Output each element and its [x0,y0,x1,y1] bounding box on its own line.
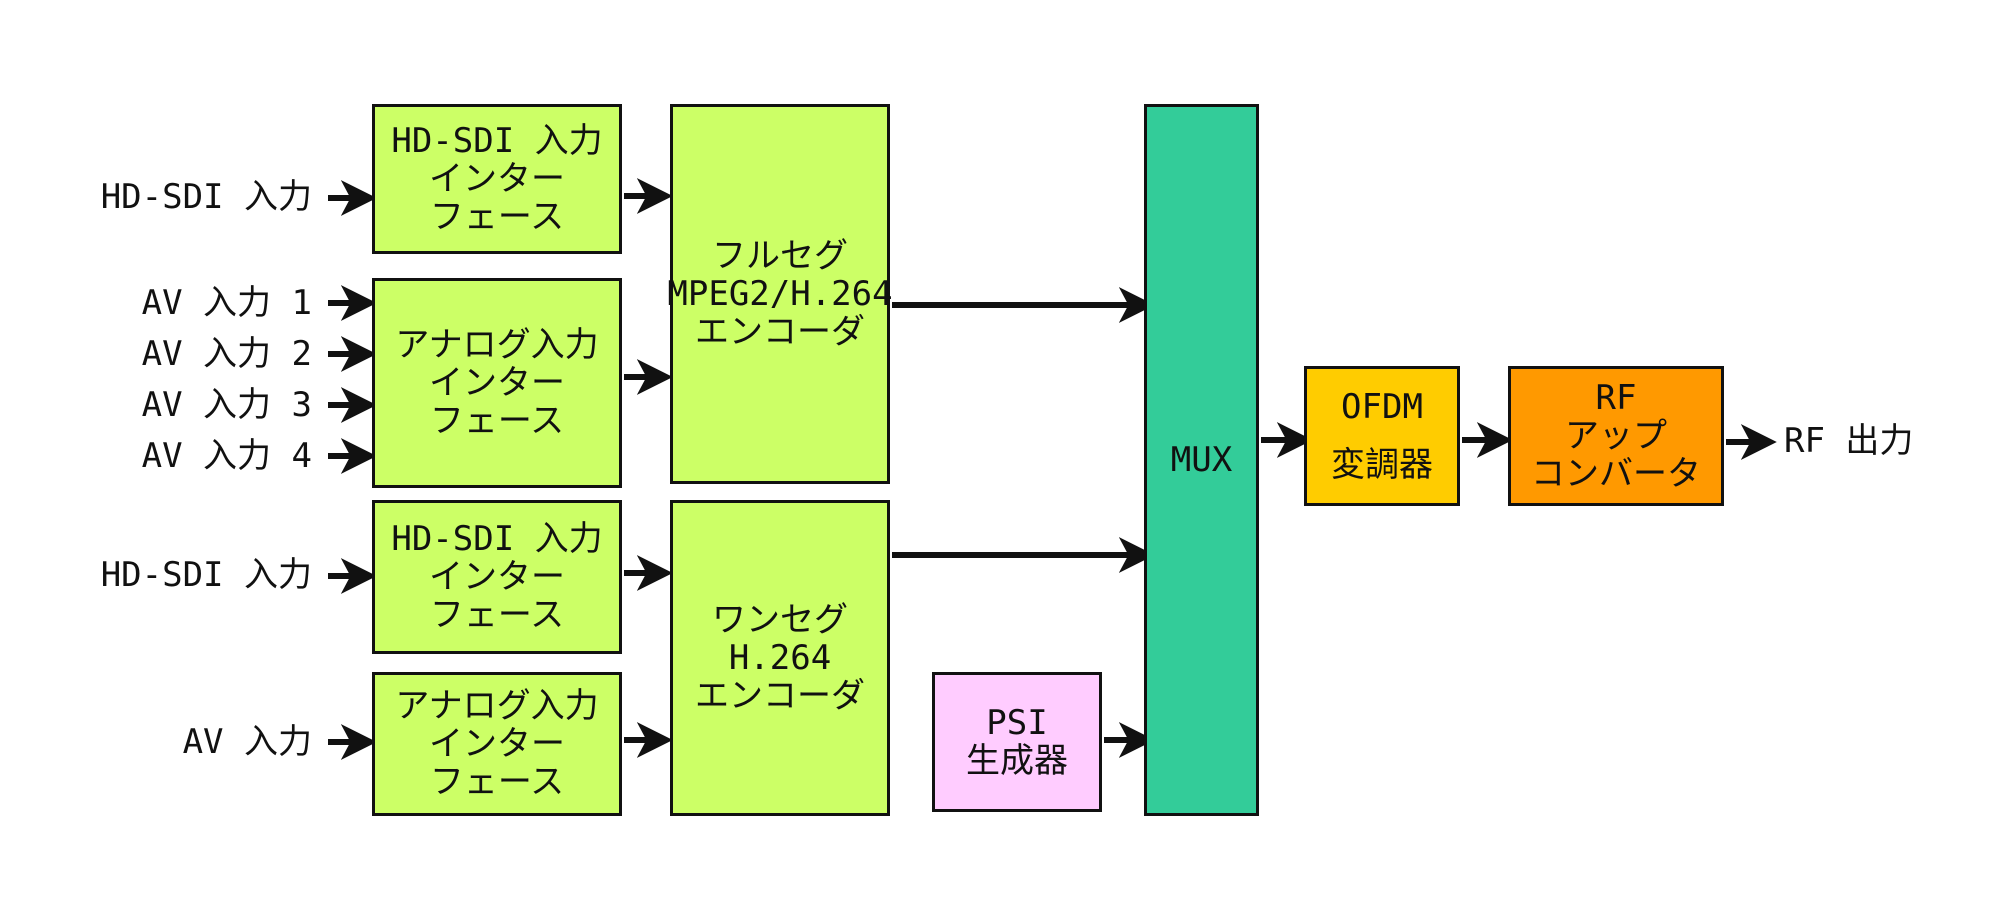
block-line: インター [429,723,565,764]
block-line: フェース [429,197,565,238]
block-line: フェース [429,401,565,442]
hdsdi-interface-bottom: HD-SDI 入力 インター フェース [372,500,622,654]
block-line: コンバータ [1531,454,1701,495]
input-label-av-1: AV 入力 1 [141,283,312,323]
psi-generator: PSI 生成器 [932,672,1102,812]
output-label-rf: RF 出力 [1784,421,1914,461]
block-line: インター [429,556,565,597]
input-label-hdsdi-2: HD-SDI 入力 [100,555,312,595]
hdsdi-interface-top: HD-SDI 入力 インター フェース [372,104,622,254]
block-line: アナログ入力 [395,685,599,726]
oneseg-encoder: ワンセグ H.264 エンコーダ [670,500,890,816]
block-line: インター [429,158,565,199]
block-line: フェース [429,762,565,803]
block-line: インター [429,362,565,403]
block-line: ワンセグ [712,599,848,640]
block-line: HD-SDI 入力 [391,518,603,559]
block-line: 生成器 [966,741,1068,781]
fullseg-encoder: フルセグ MPEG2/H.264 エンコーダ [667,104,893,484]
ofdm-modulator: OFDM 変調器 [1304,366,1460,506]
block-line: アップ [1565,415,1667,456]
input-label-av-4: AV 入力 4 [141,436,312,476]
block-line: MUX [1170,439,1233,480]
block-line: フェース [429,595,565,636]
block-line: フルセグ [712,235,848,276]
block-line: エンコーダ [695,312,865,353]
block-line: OFDM [1341,387,1423,428]
input-label-av-3: AV 入力 3 [141,385,312,425]
block-line: 変調器 [1331,444,1433,485]
block-line: アナログ入力 [395,324,599,365]
block-line: RF [1595,377,1637,418]
analog-interface-bottom: アナログ入力 インター フェース [372,672,622,816]
block-line: HD-SDI 入力 [391,120,603,161]
rf-upconverter: RF アップ コンバータ [1508,366,1724,506]
block-line: H.264 [728,637,832,678]
input-label-hdsdi-1: HD-SDI 入力 [100,177,312,217]
block-line: MPEG2/H.264 [667,273,893,314]
input-label-av-2: AV 入力 2 [141,334,312,374]
mux-block: MUX [1144,104,1259,816]
analog-interface-top: アナログ入力 インター フェース [372,278,622,488]
input-label-av-single: AV 入力 [182,722,312,762]
block-line: エンコーダ [695,676,865,717]
block-line: PSI [986,702,1048,743]
